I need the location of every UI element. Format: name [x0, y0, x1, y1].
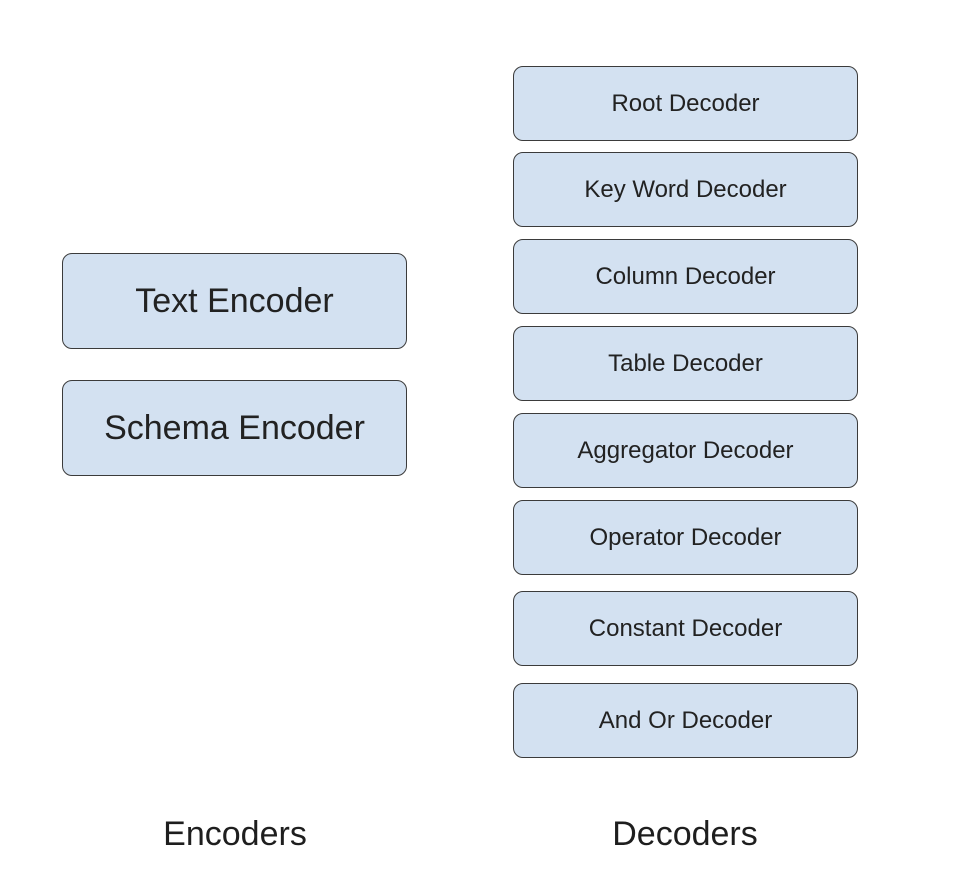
- constant-decoder-box: Constant Decoder: [513, 591, 858, 666]
- table-decoder-box: Table Decoder: [513, 326, 858, 401]
- operator-decoder-box: Operator Decoder: [513, 500, 858, 575]
- table-decoder-label: Table Decoder: [608, 349, 763, 377]
- and-or-decoder-label: And Or Decoder: [598, 706, 773, 734]
- key-word-decoder-label: Key Word Decoder: [584, 175, 787, 203]
- constant-decoder-label: Constant Decoder: [588, 614, 783, 642]
- text-encoder-box: Text Encoder: [62, 253, 407, 349]
- aggregator-decoder-box: Aggregator Decoder: [513, 413, 858, 488]
- root-decoder-label: Root Decoder: [611, 89, 760, 117]
- schema-encoder-box: Schema Encoder: [62, 380, 407, 476]
- aggregator-decoder-label: Aggregator Decoder: [577, 436, 794, 464]
- decoders-caption: Decoders: [612, 815, 758, 853]
- encoders-caption: Encoders: [163, 815, 307, 853]
- key-word-decoder-box: Key Word Decoder: [513, 152, 858, 227]
- and-or-decoder-box: And Or Decoder: [513, 683, 858, 758]
- column-decoder-box: Column Decoder: [513, 239, 858, 314]
- operator-decoder-label: Operator Decoder: [589, 523, 782, 551]
- column-decoder-label: Column Decoder: [595, 262, 776, 290]
- text-encoder-label: Text Encoder: [135, 281, 334, 320]
- schema-encoder-label: Schema Encoder: [104, 408, 365, 447]
- root-decoder-box: Root Decoder: [513, 66, 858, 141]
